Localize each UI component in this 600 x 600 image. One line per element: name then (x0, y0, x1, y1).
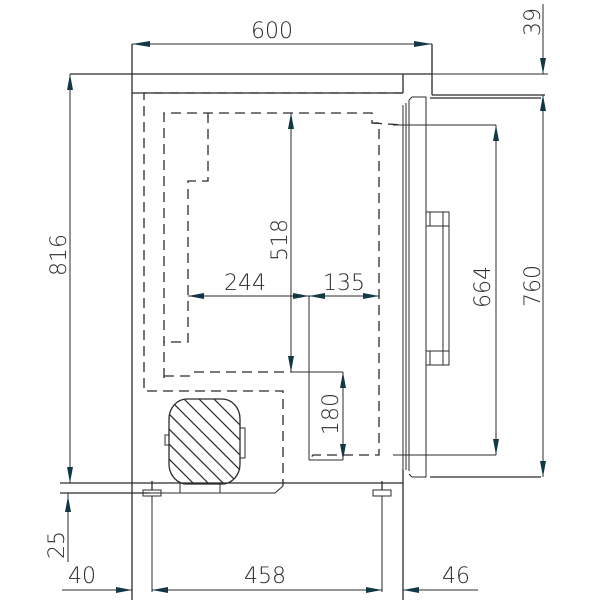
dim-label-135: 135 (323, 271, 365, 296)
dim-label-816: 816 (47, 234, 72, 276)
dim-label-600: 600 (251, 19, 293, 44)
dimension-shelf-depth: 244 (188, 271, 309, 299)
dim-label-25: 25 (45, 531, 70, 559)
dim-label-664: 664 (471, 266, 496, 308)
dimension-left-leg-offset: 40 (62, 496, 153, 593)
internal-compartment (143, 92, 404, 486)
dim-label-244: 244 (224, 271, 266, 296)
dimension-door-height: 760 (521, 95, 546, 477)
dimension-right-leg-offset: 46 (403, 564, 478, 593)
dim-label-518: 518 (268, 219, 293, 261)
dimension-leg-spacing: 458 (152, 496, 383, 593)
dimension-top-offset: 39 (432, 4, 548, 75)
dimension-overall-width: 600 (132, 19, 432, 47)
door (402, 96, 541, 478)
dimension-lower-step-height: 180 (319, 372, 346, 460)
dimension-internal-height: 518 (268, 113, 294, 372)
dimension-internal-door-height: 664 (393, 124, 499, 456)
dimension-leg-height: 25 (45, 493, 71, 562)
door-handle (425, 211, 450, 366)
dim-label-458: 458 (244, 564, 286, 589)
dim-label-760: 760 (521, 265, 546, 307)
dim-label-39: 39 (521, 8, 546, 36)
compressor (150, 398, 284, 494)
dim-label-180: 180 (319, 393, 344, 435)
dimension-shelf-offset: 135 (309, 271, 379, 299)
cabinet-body (60, 44, 545, 600)
dim-label-40: 40 (68, 564, 96, 589)
dim-label-46: 46 (442, 564, 470, 589)
dimension-overall-height: 816 (47, 74, 73, 483)
